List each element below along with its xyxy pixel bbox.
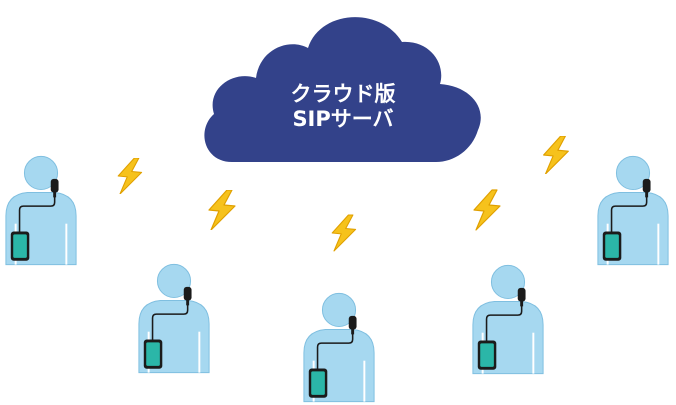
cloud-icon xyxy=(204,17,481,163)
user-with-mic-and-phone-icon xyxy=(137,263,211,374)
cloud-server: クラウド版 SIPサーバ xyxy=(204,17,481,163)
lightning-bolt-icon xyxy=(542,136,569,174)
lightning-bolt-icon xyxy=(331,214,357,252)
cloud-label-line2: SIPサーバ xyxy=(292,107,393,131)
lightning-bolt-icon xyxy=(208,190,236,230)
user-with-mic-and-phone-icon xyxy=(596,155,670,266)
lightning-bolt-icon xyxy=(473,189,501,231)
user-with-mic-and-phone-icon xyxy=(302,292,376,403)
user-with-mic-and-phone-icon xyxy=(4,155,78,266)
lightning-bolt-icon xyxy=(117,158,143,194)
cloud-label-line1: クラウド版 xyxy=(291,82,396,106)
user-with-mic-and-phone-icon xyxy=(471,264,545,375)
users xyxy=(4,155,670,403)
